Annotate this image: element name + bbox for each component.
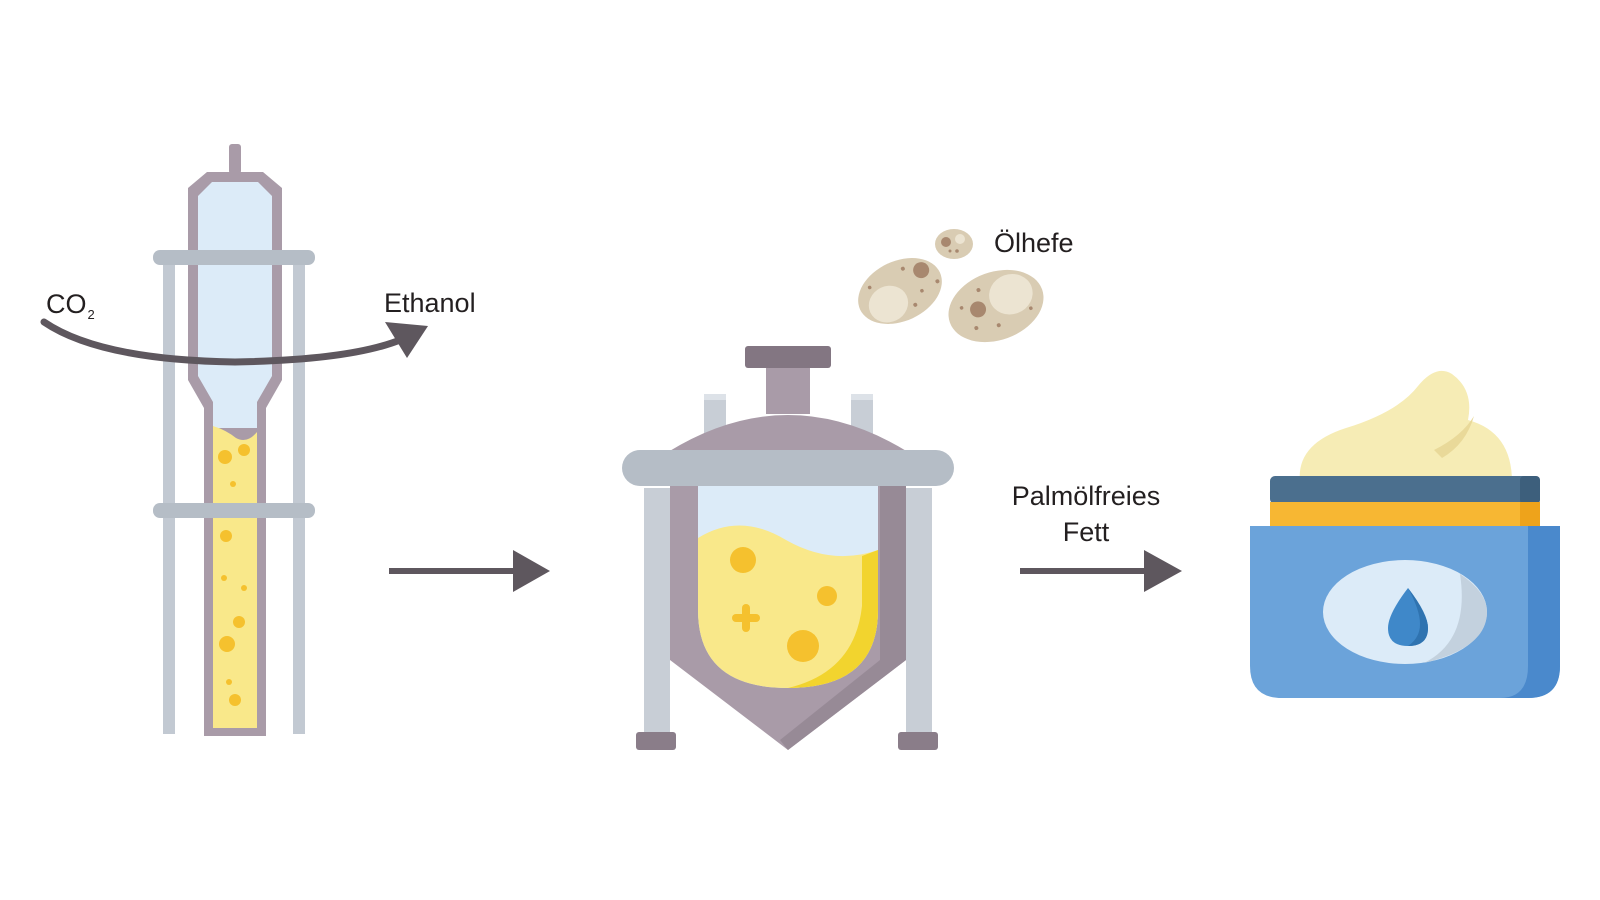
product-label-line1: Palmölfreies <box>1011 481 1161 511</box>
water-drop-icon <box>1388 588 1428 646</box>
fermenter-tank-icon <box>622 346 954 750</box>
ethanol-label: Ethanol <box>384 288 476 318</box>
process-arrow-1 <box>389 550 550 592</box>
process-arrow-2 <box>1020 550 1182 592</box>
co2-ethanol-arrow <box>40 318 428 366</box>
bioreactor-column-icon <box>153 144 315 736</box>
co2-label: CO2 <box>46 288 95 331</box>
co2-subscript: 2 <box>87 307 95 322</box>
oelhefe-label: Ölhefe <box>994 228 1074 258</box>
co2-main-text: CO <box>46 289 87 319</box>
product-label-line2: Fett <box>1062 517 1110 547</box>
oleaginous-yeast-icon <box>858 229 1044 343</box>
product-label: Palmölfreies Fett <box>996 480 1176 548</box>
cream-jar-icon <box>1250 370 1560 698</box>
